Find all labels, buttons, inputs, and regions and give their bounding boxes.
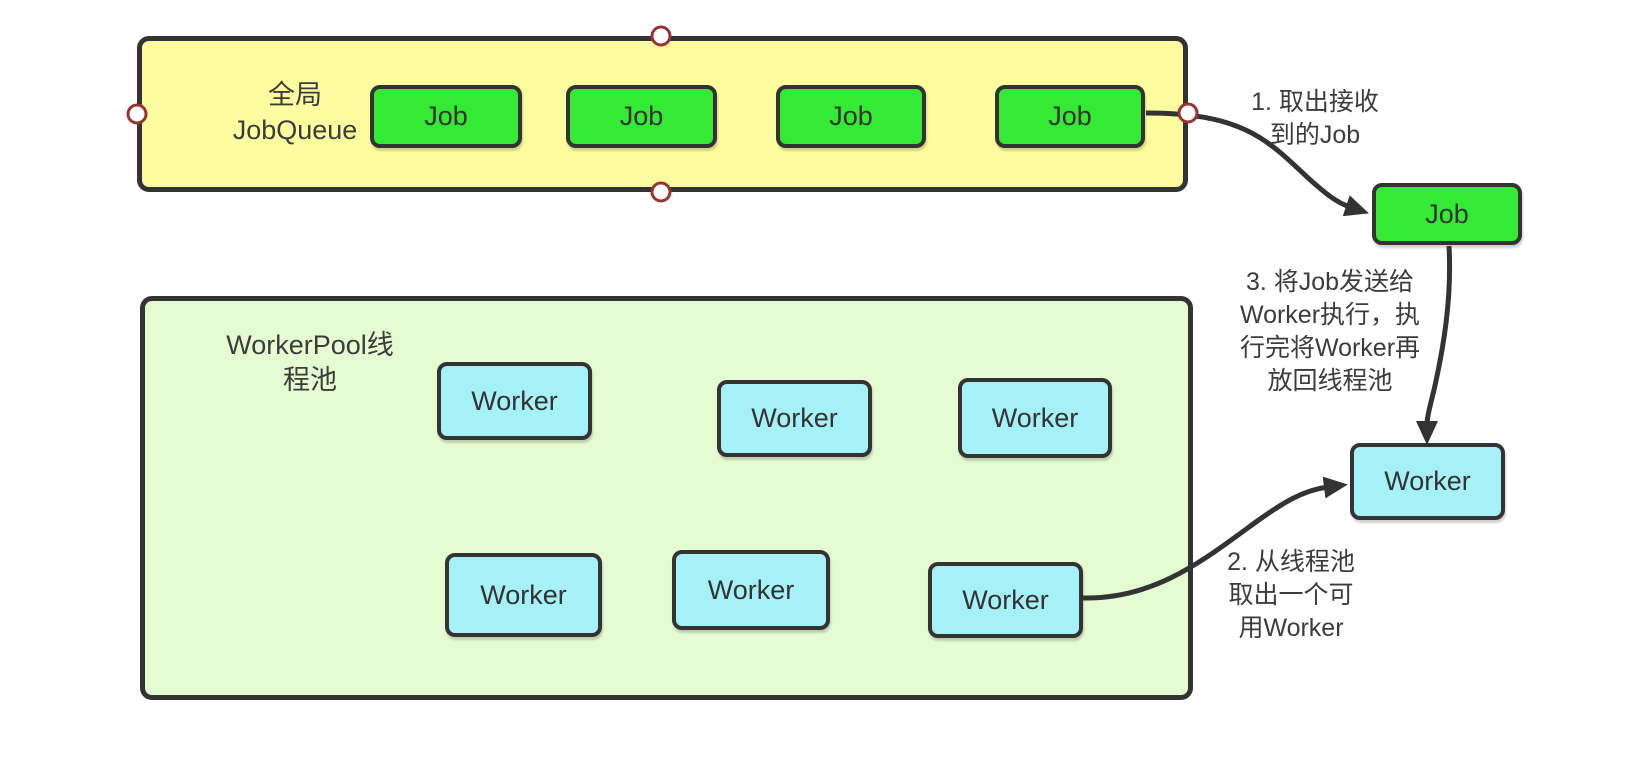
worker-pool-label-line2: 程池 [283,365,337,395]
job-queue-label: 全局 JobQueue [200,78,390,148]
job-box-3-label: Job [829,101,873,131]
worker-box-3-label: Worker [991,402,1079,433]
job-box-3[interactable]: Job [776,85,926,148]
job-queue-label-line1: 全局 [268,80,322,110]
worker-box-5-label: Worker [707,574,795,605]
worker-box-6[interactable]: Worker [928,562,1083,638]
worker-box-2[interactable]: Worker [717,380,872,457]
worker-box-2-label: Worker [751,403,838,433]
selected-worker-label: Worker [1384,466,1471,496]
worker-pool-label-line1: WorkerPool线 [226,330,394,360]
step3-line1: 3. 将Job发送给 [1245,268,1415,296]
worker-pool-label: WorkerPool线 程池 [205,328,415,398]
job-box-1-label: Job [424,101,468,131]
worker-box-4-label: Worker [480,579,567,610]
worker-box-6-label: Worker [962,584,1049,615]
step2-line1: 2. 从线程池 [1227,548,1355,576]
worker-box-5[interactable]: Worker [672,550,830,630]
job-box-2-label: Job [619,101,664,131]
extracted-job-label: Job [1425,198,1469,229]
job-box-4-label: Job [1048,101,1092,131]
step2-annotation: 2. 从线程池 取出一个可 用Worker [1185,546,1397,645]
job-queue-label-line2: JobQueue [232,115,358,145]
worker-box-1-label: Worker [471,385,558,416]
step1-line1: 1. 取出接收 [1251,88,1379,116]
step3-line2: Worker执行，执 [1239,301,1421,329]
step1-line2: 到的Job [1269,121,1361,149]
job-box-1[interactable]: Job [370,85,522,148]
extracted-job-box[interactable]: Job [1372,183,1522,245]
step2-line3: 用Worker [1238,614,1344,642]
worker-box-3[interactable]: Worker [958,378,1112,458]
step3-line3: 行完将Worker再 [1239,334,1421,362]
step3-annotation: 3. 将Job发送给 Worker执行，执 行完将Worker再 放回线程池 [1196,266,1464,398]
step1-annotation: 1. 取出接收 到的Job [1200,86,1430,152]
job-box-2[interactable]: Job [566,85,717,148]
worker-box-4[interactable]: Worker [445,553,602,637]
step3-line4: 放回线程池 [1267,367,1393,395]
worker-box-1[interactable]: Worker [437,362,592,440]
step2-line2: 取出一个可 [1228,581,1354,609]
selected-worker-box[interactable]: Worker [1350,443,1505,520]
job-box-4[interactable]: Job [995,85,1145,148]
